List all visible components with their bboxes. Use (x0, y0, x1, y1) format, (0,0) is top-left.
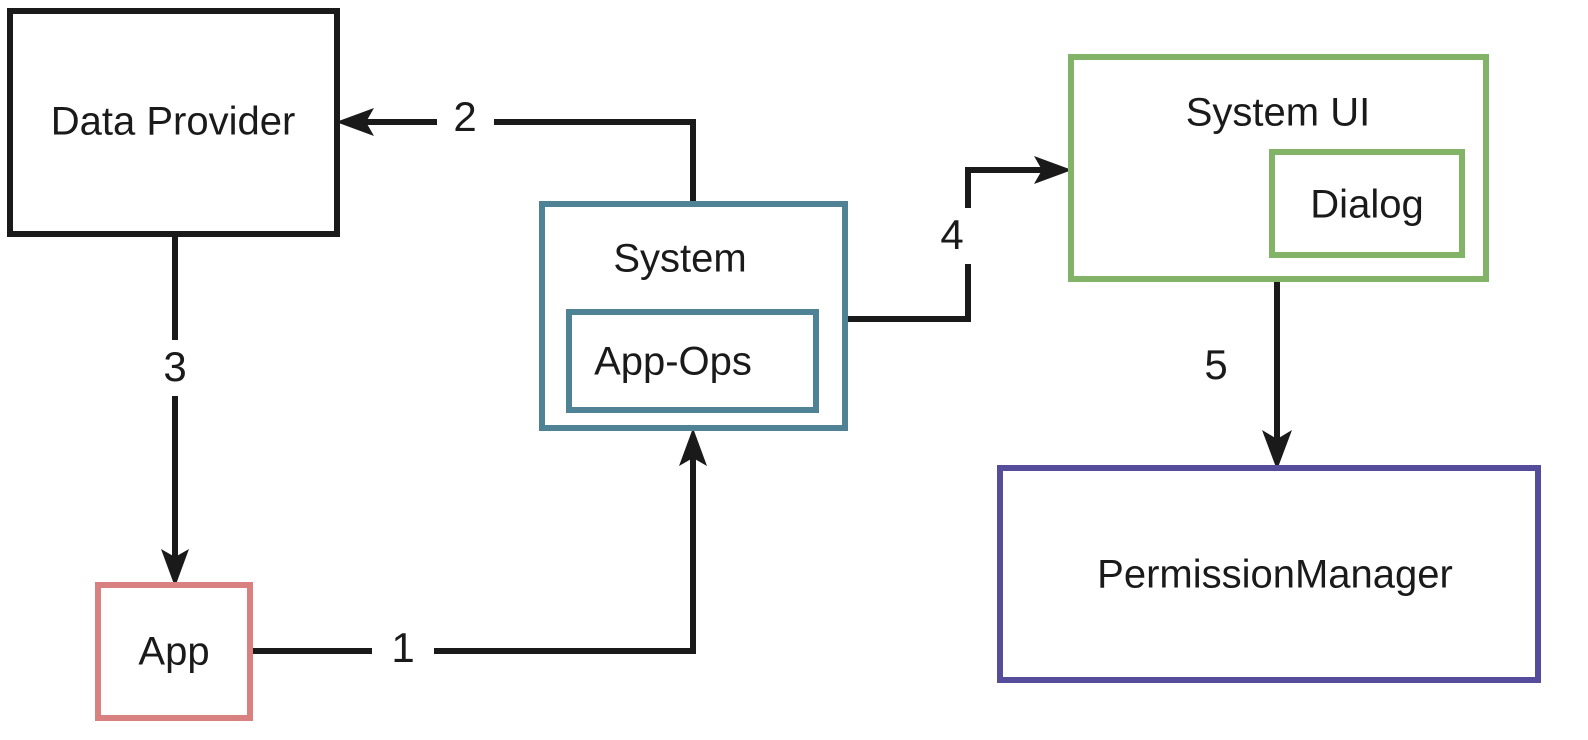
permission-manager-label: PermissionManager (1097, 553, 1453, 597)
edge-2-label: 2 (453, 93, 476, 140)
edge-4-label: 4 (940, 211, 963, 258)
dialog-box[interactable] (1269, 149, 1465, 258)
edge-5-arrowhead (1262, 430, 1292, 470)
edge-4-system-to-system-ui: 4 (845, 156, 1072, 322)
app-ops-box[interactable] (566, 309, 819, 413)
edge-5-system-ui-to-permission-manager: 5 (1204, 279, 1292, 470)
data-provider-box[interactable] (7, 8, 340, 237)
data-provider-label: Data Provider (51, 100, 296, 144)
edge-5-label: 5 (1204, 341, 1227, 388)
edge-2-system-to-data-provider: 2 (336, 93, 696, 204)
system-ui-label: System UI (1186, 91, 1370, 135)
edge-3-label: 3 (163, 343, 186, 390)
edge-1-label: 1 (391, 624, 414, 671)
edge-1-arrowhead (679, 428, 707, 466)
edge-1-segment-right (434, 445, 696, 654)
edge-2-segment-right (494, 119, 696, 204)
node-data-provider[interactable]: Data Provider (7, 8, 340, 237)
node-app-ops[interactable]: App-Ops (566, 309, 819, 413)
permission-manager-box[interactable] (997, 465, 1541, 683)
edge-4-segment-upper (965, 167, 1053, 208)
node-permission-manager[interactable]: PermissionManager (997, 465, 1541, 683)
edge-4-segment-lower (845, 264, 971, 322)
system-label: System (613, 237, 746, 281)
edge-4-arrowhead (1034, 156, 1072, 184)
app-label: App (138, 630, 209, 674)
app-box[interactable] (95, 582, 253, 721)
node-app[interactable]: App (95, 582, 253, 721)
edge-1-app-to-system: 1 (250, 428, 707, 671)
edge-3-arrowhead (161, 549, 189, 587)
app-ops-label: App-Ops (594, 340, 752, 384)
dialog-label: Dialog (1310, 183, 1423, 227)
node-dialog[interactable]: Dialog (1269, 149, 1465, 258)
edge-3-data-provider-to-app: 3 (161, 234, 189, 587)
edge-2-arrowhead (336, 108, 374, 136)
